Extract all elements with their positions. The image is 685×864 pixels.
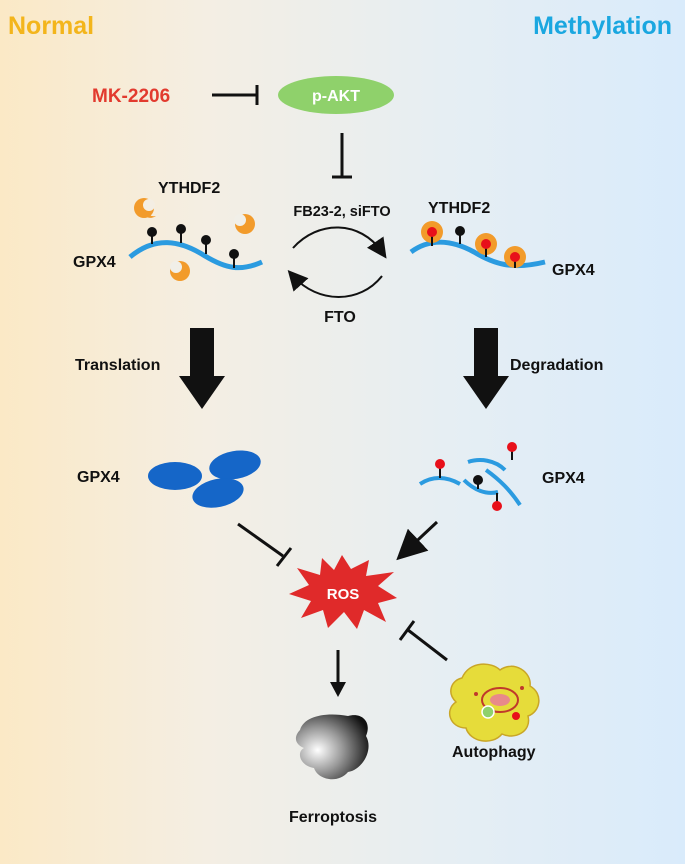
mk2206-inhibit-arrow xyxy=(212,85,259,105)
gpx4-degraded-fragments xyxy=(418,442,522,511)
mk2206-label: MK-2206 xyxy=(92,86,170,107)
demethylation-arrow xyxy=(287,270,383,298)
p-akt-label: p-AKT xyxy=(312,88,360,105)
translation-arrow xyxy=(179,328,225,409)
autophagy-cell-icon xyxy=(448,663,540,742)
p-akt-ellipse xyxy=(278,76,394,114)
fb23-sifto-label: FB23-2, siFTO xyxy=(293,204,390,220)
degraded-activate-ros-arrow xyxy=(396,520,439,561)
ythdf2-left-label: YTHDF2 xyxy=(158,180,220,197)
degradation-label: Degradation xyxy=(510,357,603,374)
gpx4-protein-left-label: GPX4 xyxy=(77,469,120,486)
m6a-sites-left xyxy=(147,224,239,268)
degradation-arrow xyxy=(463,328,509,409)
methylation-title: Methylation xyxy=(533,12,672,40)
gpx4-mrna-left-label: GPX4 xyxy=(73,254,116,271)
ros-to-ferroptosis-arrow xyxy=(330,650,346,697)
ros-starburst xyxy=(289,555,397,629)
m6a-sites-right xyxy=(421,221,526,268)
ythdf2-right-label: YTHDF2 xyxy=(428,200,490,217)
ferroptosis-cell-icon xyxy=(295,714,369,780)
autophagy-label: Autophagy xyxy=(452,744,536,761)
gpx4-inhibit-ros-arrow xyxy=(237,522,293,567)
fto-label: FTO xyxy=(324,309,356,326)
gpx4-protein-right-label: GPX4 xyxy=(542,470,585,487)
gpx4-mrna-right-label: GPX4 xyxy=(552,262,595,279)
ferroptosis-label: Ferroptosis xyxy=(289,809,377,826)
ros-label: ROS xyxy=(327,586,360,603)
p-akt-inhibit-arrow xyxy=(332,133,352,179)
ythdf2-left-readers xyxy=(134,198,255,281)
normal-title: Normal xyxy=(8,12,94,40)
gpx4-mrna-left xyxy=(128,240,264,271)
methylation-arrow xyxy=(292,226,387,259)
translation-label: Translation xyxy=(75,357,160,374)
autophagy-inhibit-ros-arrow xyxy=(398,620,448,662)
gpx4-protein-shapes xyxy=(148,450,261,508)
